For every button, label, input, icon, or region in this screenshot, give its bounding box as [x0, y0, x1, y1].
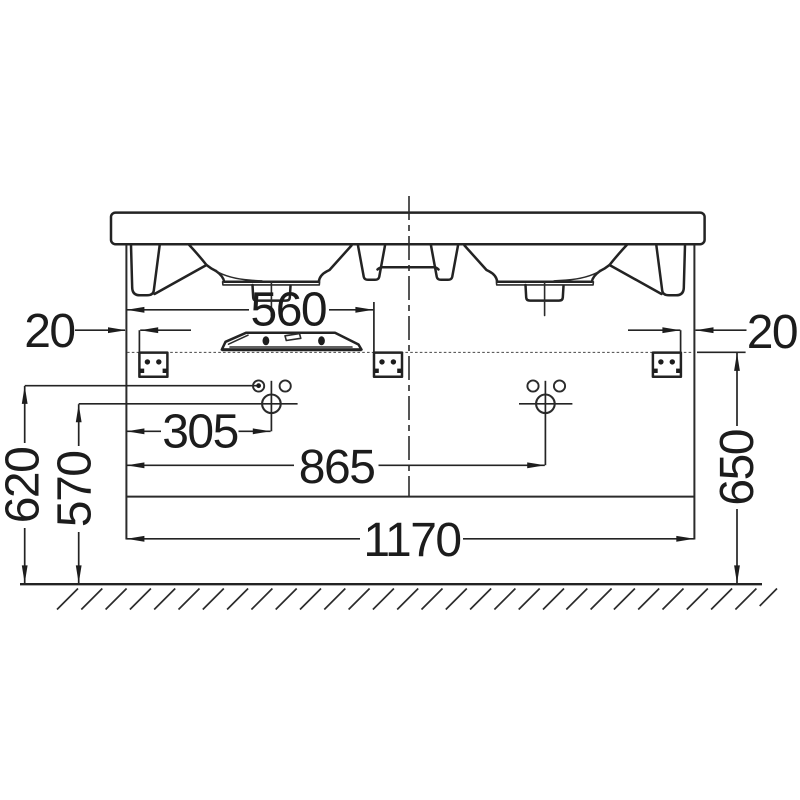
- bracket-left-hole-2: [156, 359, 162, 365]
- rail-screw-left: [262, 336, 270, 346]
- dim-20l-arrow-inner: [140, 327, 159, 334]
- dim-620-label: 620: [0, 448, 50, 524]
- right-bowl-bottom: [463, 244, 602, 284]
- dim-560-arrow-right: [355, 306, 374, 313]
- right-small-hole-2: [552, 379, 567, 393]
- dim-560-label: 560: [251, 284, 327, 337]
- dim-650-arrow-top: [734, 352, 740, 371]
- dim-620-arrow-top: [21, 385, 28, 404]
- left-bowl-bottom: [214, 244, 353, 284]
- bracket-right-body: [651, 351, 683, 379]
- countertop-slab: [109, 211, 706, 246]
- left-bowl-inner-curve: [215, 270, 263, 282]
- dimension-865: 865: [126, 441, 546, 494]
- bracket-left-body: [138, 351, 169, 379]
- dim-305-label: 305: [162, 406, 238, 459]
- dim-20r-label: 20: [747, 306, 797, 359]
- dim-305-arrow-right: [252, 428, 271, 435]
- dim-20l-arrow-outer: [108, 327, 126, 334]
- bracket-right-pad-1: [653, 368, 658, 373]
- faucet-marks-right: [519, 379, 573, 466]
- dim-650-label: 650: [711, 430, 764, 506]
- bracket-left-pad-2: [162, 368, 167, 373]
- dim-570-arrow-top: [75, 404, 82, 423]
- dimension-570: 570: [48, 404, 101, 584]
- basin-right-leg: [655, 243, 687, 297]
- dimension-305: 305: [126, 406, 271, 459]
- dim-20l-label: 20: [24, 305, 74, 358]
- dim-865-label: 865: [299, 441, 375, 494]
- center-foot-left: [356, 244, 387, 282]
- bracket-left-pad-1: [139, 368, 145, 373]
- dim-650-arrow-bottom: [734, 565, 740, 584]
- washbasin-top: [109, 211, 706, 317]
- faucet-marks-left: [24, 379, 298, 432]
- dim-1170-arrow-left: [126, 535, 145, 542]
- bracket-left: [138, 351, 169, 379]
- dim-620-arrow-bottom: [21, 565, 28, 584]
- ext-line-620-end-dot: [256, 383, 261, 389]
- left-bowl: [153, 243, 353, 317]
- bracket-right-hole-2: [669, 359, 675, 365]
- bracket-right-pad-2: [676, 368, 681, 373]
- bracket-center-pad-1: [374, 368, 379, 373]
- right-small-hole-1: [526, 379, 540, 393]
- mounting-rail-notch: [284, 332, 302, 342]
- dim-570-label: 570: [48, 452, 101, 528]
- bracket-right: [651, 351, 683, 379]
- center-foot-right: [429, 244, 460, 282]
- dimension-620: 620: [0, 385, 50, 584]
- dimension-20-right: 20: [628, 306, 799, 359]
- dimension-1170: 1170: [126, 514, 695, 567]
- right-bowl-inner-curve: [553, 270, 601, 282]
- left-bowl-front-edge: [153, 263, 208, 296]
- left-small-hole-2: [278, 379, 292, 393]
- dimension-560: 560: [126, 284, 375, 352]
- vanity-cabinet: [125, 245, 696, 540]
- dim-1170-arrow-right: [676, 535, 695, 542]
- mounting-rail-left-facet: [227, 334, 249, 346]
- bracket-center-pad-2: [397, 368, 402, 373]
- dim-20r-arrow-inner: [662, 327, 681, 334]
- bracket-center-body: [372, 351, 404, 379]
- bracket-center-hole-2: [390, 359, 397, 365]
- dim-570-arrow-bottom: [75, 565, 82, 584]
- ground-hatching: [56, 587, 778, 611]
- dimension-20-left: 20: [24, 305, 191, 358]
- dim-1170-label: 1170: [363, 514, 460, 567]
- right-bowl-front-edge: [608, 263, 663, 296]
- bracket-center-hole-1: [379, 359, 385, 365]
- bracket-left-hole-1: [144, 359, 151, 365]
- bracket-center: [372, 351, 404, 379]
- dimension-650: 650: [697, 351, 764, 584]
- dim-20r-arrow-outer: [695, 327, 714, 334]
- ground: [20, 583, 778, 611]
- basin-left-leg: [129, 243, 161, 297]
- dim-865-arrow-left: [126, 462, 145, 469]
- dim-305-arrow-left: [126, 428, 145, 435]
- rail-screw-right: [318, 336, 325, 346]
- center-bridge: [376, 266, 440, 271]
- bracket-right-hole-1: [658, 359, 664, 365]
- dim-865-arrow-right: [527, 462, 546, 469]
- mounting-rail: [220, 331, 363, 352]
- left-small-hole-1: [252, 379, 266, 393]
- right-bowl: [463, 243, 663, 317]
- dim-560-arrow-left: [126, 306, 145, 313]
